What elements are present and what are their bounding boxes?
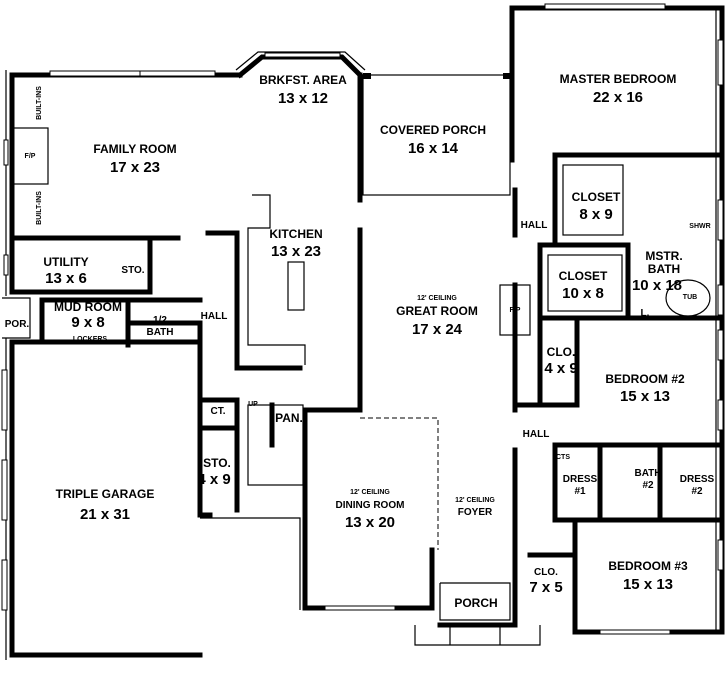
room-name: MASTER BEDROOM (560, 72, 677, 86)
room-dims: 15 x 13 (623, 576, 673, 593)
room-utility: UTILITY 13 x 6 STO. (43, 255, 144, 287)
room-dims: 4 x 9 (197, 471, 230, 488)
room-bath-2: BATH #2 (634, 468, 661, 491)
room-name: DRESS (563, 474, 598, 485)
room-master-bedroom: MASTER BEDROOM 22 x 16 (560, 72, 677, 106)
ceiling-note: 12' CEILING (455, 497, 495, 504)
room-family-room: FAMILY ROOM 17 x 23 (93, 142, 176, 176)
room-closet-8x9: CLOSET 8 x 9 (572, 190, 621, 223)
room-foyer: 12' CEILING FOYER (455, 497, 495, 518)
room-bedroom-2: BEDROOM #2 15 x 13 (605, 372, 685, 405)
lockers-label: LOCKERS (73, 336, 108, 343)
room-dims: 8 x 9 (579, 206, 612, 223)
room-closet-10x8: CLOSET 10 x 8 (559, 269, 608, 302)
built-ins-label: BUILT-INS (36, 86, 43, 120)
room-dining-room: 12' CEILING DINING ROOM 13 x 20 (336, 489, 405, 531)
room-name: CLO. (534, 567, 558, 578)
room-name: BATH (634, 468, 661, 479)
room-dims: 13 x 6 (45, 270, 87, 287)
room-name: DRESS (680, 474, 715, 485)
room-master-bath: MSTR. BATH 10 x 18 SHWR TUB L. (632, 223, 711, 319)
room-dims: 13 x 12 (278, 90, 328, 107)
room-name: CLOSET (559, 269, 608, 283)
room-dims: 22 x 16 (593, 89, 643, 106)
room-kitchen: KITCHEN 13 x 23 (269, 227, 322, 260)
room-name: DINING ROOM (336, 500, 405, 511)
tub-label: TUB (683, 294, 697, 301)
ceiling-note: 12' CEILING (350, 489, 390, 496)
room-dress-1: DRESS #1 (563, 474, 598, 497)
room-closet-7x5: CLO. 7 x 5 (529, 567, 562, 596)
room-dims: 21 x 31 (80, 506, 130, 523)
room-num: #2 (691, 486, 703, 497)
room-pantry: PAN. (275, 411, 303, 425)
room-mud-room: MUD ROOM 9 x 8 LOCKERS (54, 300, 122, 343)
built-ins-label: BUILT-INS (36, 191, 43, 225)
room-name: CLOSET (572, 190, 621, 204)
room-name: MSTR. (645, 249, 682, 263)
room-num: #1 (574, 486, 586, 497)
room-dims: 10 x 8 (562, 285, 604, 302)
room-name: BRKFST. AREA (259, 73, 347, 87)
room-name: MUD ROOM (54, 300, 122, 314)
room-dims: 10 x 18 (632, 277, 682, 294)
stairs-up-label: UP (248, 401, 258, 408)
room-dims: 17 x 24 (412, 321, 463, 338)
room-breakfast-area: BRKFST. AREA 13 x 12 (259, 73, 347, 107)
fireplaces: F/P F/P (11, 127, 531, 336)
room-covered-porch: COVERED PORCH 16 x 14 (380, 123, 486, 157)
room-dims: 16 x 14 (408, 140, 459, 157)
room-name: BATH (146, 327, 173, 338)
room-name: FAMILY ROOM (93, 142, 176, 156)
room-name: GREAT ROOM (396, 304, 478, 318)
room-name: TRIPLE GARAGE (56, 487, 155, 501)
shower-label: SHWR (689, 223, 710, 230)
room-hall: HALL (523, 429, 550, 440)
room-name: STO. (121, 265, 144, 276)
room-name: BATH (648, 262, 680, 276)
room-half-bath: 1/2 BATH (146, 315, 173, 338)
room-hall: HALL (521, 220, 548, 231)
room-closet-4x9: CLO. 4 x 9 (544, 345, 577, 377)
room-dims: 13 x 23 (271, 243, 321, 260)
cts-label: CTS (556, 454, 570, 461)
room-name: FOYER (458, 507, 493, 518)
room-num: #2 (642, 480, 654, 491)
room-name: CLO. (547, 345, 576, 359)
fireplace-label: F/P (510, 307, 521, 314)
fireplace-label: F/P (25, 153, 36, 160)
room-hall: HALL (201, 311, 228, 322)
room-dims: 17 x 23 (110, 159, 160, 176)
room-dress-2: DRESS #2 (680, 474, 715, 497)
room-name: BEDROOM #3 (608, 559, 688, 573)
room-name: BEDROOM #2 (605, 372, 685, 386)
room-name: KITCHEN (269, 227, 322, 241)
linen-label: L. (641, 308, 650, 319)
ceiling-note: 12' CEILING (417, 295, 457, 302)
room-dims: 9 x 8 (71, 314, 104, 331)
room-triple-garage: TRIPLE GARAGE 21 x 31 (56, 487, 155, 523)
windows (1, 3, 724, 635)
room-dims: 13 x 20 (345, 514, 395, 531)
room-ct: CT. (211, 406, 226, 417)
room-porch: PORCH (454, 596, 497, 610)
room-name: COVERED PORCH (380, 123, 486, 137)
room-bedroom-3: BEDROOM #3 15 x 13 (608, 559, 688, 593)
room-por: POR. (5, 319, 30, 330)
room-dims: 7 x 5 (529, 579, 562, 596)
room-great-room: 12' CEILING GREAT ROOM 17 x 24 (396, 295, 478, 338)
room-dims: 4 x 9 (544, 360, 577, 377)
room-name: 1/2 (153, 315, 167, 326)
room-name: STO. (203, 456, 231, 470)
room-name: UTILITY (43, 255, 88, 269)
room-dims: 15 x 13 (620, 388, 670, 405)
room-sto-4x9: STO. 4 x 9 (197, 456, 231, 488)
